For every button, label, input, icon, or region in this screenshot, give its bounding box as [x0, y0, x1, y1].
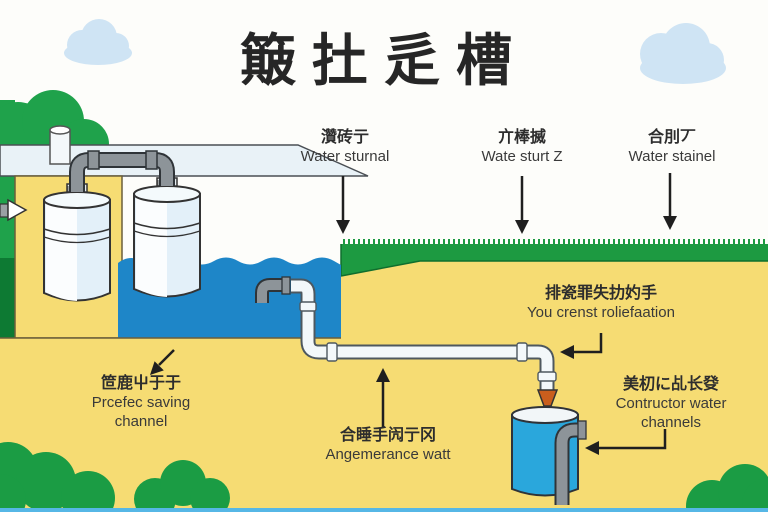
- label-wate-sturt-z-en: Wate sturt Z: [481, 148, 563, 165]
- label-water-stainel-zh: 合刖丆: [647, 127, 697, 146]
- label-crenst-en1: You crenst roliefaation: [527, 304, 675, 321]
- arrow-down-1: [336, 176, 350, 234]
- annotation-arrows: [150, 173, 677, 455]
- label-contructor-zh: 美朷に乩长癹: [622, 374, 719, 393]
- tank-connecting-pipe: [69, 150, 175, 192]
- label-you-crenst-roliefaation: 排瓷罪失扐妁手 You crenst roliefaation: [527, 283, 675, 322]
- bottom-water-strip: [0, 508, 768, 512]
- bush-bottom-right: [686, 464, 768, 512]
- label-prefec-zh: 笸鹿屮于于: [100, 373, 182, 392]
- arrow-elbow-contructor: [585, 429, 667, 455]
- label-angemerance-watt: 合睡手闶亍冈 Angemerance watt: [325, 425, 450, 464]
- label-water-sturnal-zh: 灒砖亍: [320, 127, 370, 146]
- arrow-down-3: [663, 173, 677, 230]
- label-water-stainel: 合刖丆 Water stainel: [629, 127, 716, 166]
- arrow-up-anger: [376, 368, 390, 428]
- cloud-right-icon: [640, 23, 726, 84]
- outlet-nozzle: [536, 389, 559, 407]
- label-prefec-en1: Prcefec saving: [91, 394, 191, 411]
- label-contructor-water-channels: 美朷に乩长癹 Contructor water channels: [616, 374, 727, 432]
- water-tank-2: [133, 177, 201, 298]
- water-tank-1: [43, 183, 111, 302]
- cloud-left-icon: [64, 19, 132, 65]
- underground-pipe: [255, 276, 559, 407]
- label-prefec-saving-channel: 笸鹿屮于于 Prcefec saving channel: [92, 373, 190, 431]
- label-water-sturnal-en: Water sturnal: [300, 148, 390, 165]
- label-water-sturnal: 灒砖亍 Water sturnal: [301, 127, 390, 166]
- arrow-down-2: [515, 176, 529, 234]
- spigot-icon: [0, 198, 28, 222]
- chimney-pipe: [49, 125, 71, 165]
- bush-bottom-left: [0, 442, 115, 512]
- bucket-drain-pipe: [554, 420, 587, 505]
- bush-bottom-mid: [134, 460, 230, 512]
- arrow-diagonal-prefec: [150, 349, 175, 375]
- page-title: 簸扗辵槽: [240, 29, 528, 94]
- label-contructor-en1: Contructor water: [615, 395, 727, 412]
- label-wate-sturt-z-zh: 亣棒搣: [497, 127, 546, 146]
- label-crenst-zh: 排瓷罪失扐妁手: [544, 283, 658, 302]
- label-prefec-en2: channel: [114, 413, 168, 430]
- label-anger-zh: 合睡手闶亍冈: [339, 425, 437, 444]
- label-wate-sturt-z: 亣棒搣 Wate sturt Z: [481, 127, 562, 166]
- arrow-elbow-crenst: [560, 333, 603, 359]
- label-contructor-en2: channels: [640, 414, 702, 431]
- label-anger-en1: Angemerance watt: [325, 446, 451, 463]
- label-water-stainel-en: Water stainel: [628, 148, 716, 165]
